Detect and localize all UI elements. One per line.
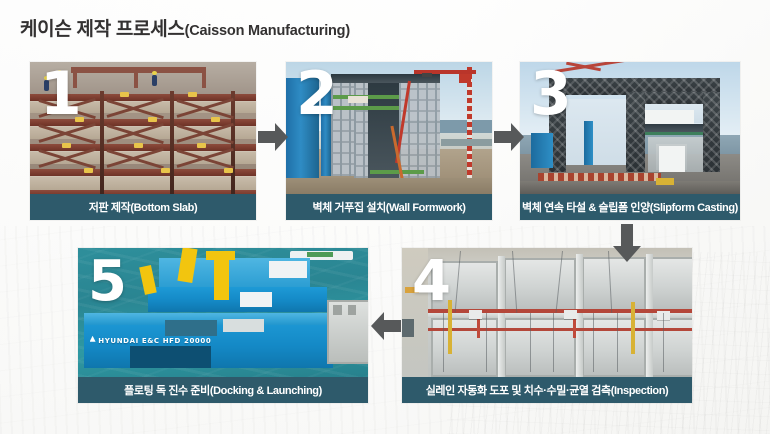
step-3-caption: 벽체 연속 타설 & 슬립폼 인양(Slipform Casting) bbox=[520, 194, 740, 220]
step-2-caption: 벽체 거푸집 설치(Wall Formwork) bbox=[286, 194, 492, 220]
step-2-photo: 2 bbox=[286, 62, 492, 194]
step-2-number: 2 bbox=[296, 62, 338, 129]
arrow-right-icon-1 bbox=[258, 123, 288, 151]
arrow-left-icon bbox=[371, 312, 401, 340]
page-title-english: (Caisson Manufacturing) bbox=[184, 23, 351, 39]
step-5-number: 5 bbox=[88, 249, 127, 314]
arrow-down-icon bbox=[613, 224, 641, 262]
page-title: 케이슨 제작 프로세스(Caisson Manufacturing) bbox=[20, 14, 350, 41]
step-1-number: 1 bbox=[40, 62, 82, 129]
arrow-right-icon-2 bbox=[494, 123, 524, 151]
vessel-marking: HYUNDAI E&C HFD 20000 bbox=[98, 337, 212, 345]
step-panel-1[interactable]: 1 저판 제작(Bottom Slab) bbox=[30, 62, 256, 220]
step-panel-5[interactable]: HYUNDAI E&C HFD 20000 5 플로팅 독 진수 준비(Dock… bbox=[78, 248, 368, 403]
step-panel-2[interactable]: 2 벽체 거푸집 설치(Wall Formwork) bbox=[286, 62, 492, 220]
step-panel-4[interactable]: 4 실레인 자동화 도포 및 치수·수밀·균열 검측(Inspection) bbox=[402, 248, 692, 403]
step-5-photo: HYUNDAI E&C HFD 20000 5 bbox=[78, 248, 368, 377]
step-5-caption: 플로팅 독 진수 준비(Docking & Launching) bbox=[78, 377, 368, 403]
step-4-photo: 4 bbox=[402, 248, 692, 377]
step-1-caption: 저판 제작(Bottom Slab) bbox=[30, 194, 256, 220]
page-title-korean: 케이슨 제작 프로세스 bbox=[20, 19, 185, 40]
step-1-photo: 1 bbox=[30, 62, 256, 194]
step-panel-3[interactable]: 3 벽체 연속 타설 & 슬립폼 인양(Slipform Casting) bbox=[520, 62, 740, 220]
step-4-caption: 실레인 자동화 도포 및 치수·수밀·균열 검측(Inspection) bbox=[402, 377, 692, 403]
step-4-number: 4 bbox=[412, 249, 451, 314]
step-3-number: 3 bbox=[530, 62, 572, 129]
step-3-photo: 3 bbox=[520, 62, 740, 194]
